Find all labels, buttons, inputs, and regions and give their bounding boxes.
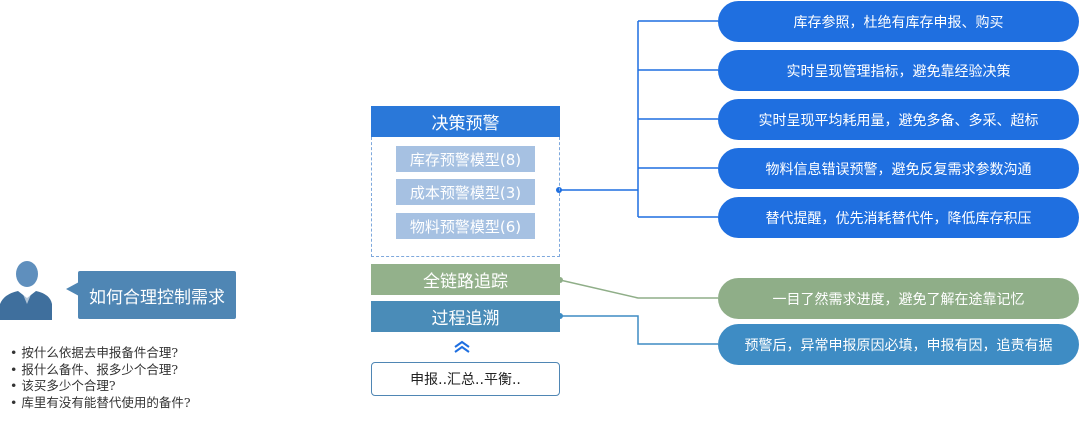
question-item: 报什么备件、报多少个合理? <box>10 362 191 379</box>
chain-tracking-bar: 全链路追踪 <box>371 264 560 295</box>
question-item: 库里有没有能替代使用的备件? <box>10 395 190 412</box>
summary-box: 申报..汇总..平衡.. <box>371 362 560 396</box>
decision-item: 替代提醒，优先消耗替代件，降低库存积压 <box>718 197 1079 238</box>
question-item: 按什么依据去申报备件合理? <box>10 345 191 362</box>
connector-chain <box>559 279 718 299</box>
trace-item: 预警后，异常申报原因必填，申报有因，追责有据 <box>718 324 1079 365</box>
model-cost: 成本预警模型(3) <box>396 179 535 205</box>
question-list: 按什么依据去申报备件合理? 报什么备件、报多少个合理? 该买多少个合理? 库里有… <box>10 345 191 412</box>
double-chevron-up-icon <box>454 340 470 353</box>
chain-item: 一目了然需求进度，避免了解在途靠记忆 <box>718 278 1079 319</box>
decision-item: 实时呈现平均耗用量，避免多备、多采、超标 <box>718 99 1079 140</box>
question-bubble: 如何合理控制需求 <box>78 271 236 319</box>
person-icon <box>0 261 52 320</box>
decision-item: 物料信息错误预警，避免反复需求参数沟通 <box>718 148 1079 189</box>
speech-bubble-tail <box>66 282 79 296</box>
process-trace-bar: 过程追溯 <box>371 301 560 332</box>
model-inventory: 库存预警模型(8) <box>396 146 535 172</box>
model-material: 物料预警模型(6) <box>396 213 535 239</box>
decision-item: 实时呈现管理指标，避免靠经验决策 <box>718 50 1079 91</box>
decision-models-box <box>371 137 560 257</box>
decision-header: 决策预警 <box>371 106 560 137</box>
connector-trace <box>560 315 718 345</box>
question-item: 该买多少个合理? <box>10 378 191 395</box>
decision-item: 库存参照，杜绝有库存申报、购买 <box>718 1 1079 42</box>
